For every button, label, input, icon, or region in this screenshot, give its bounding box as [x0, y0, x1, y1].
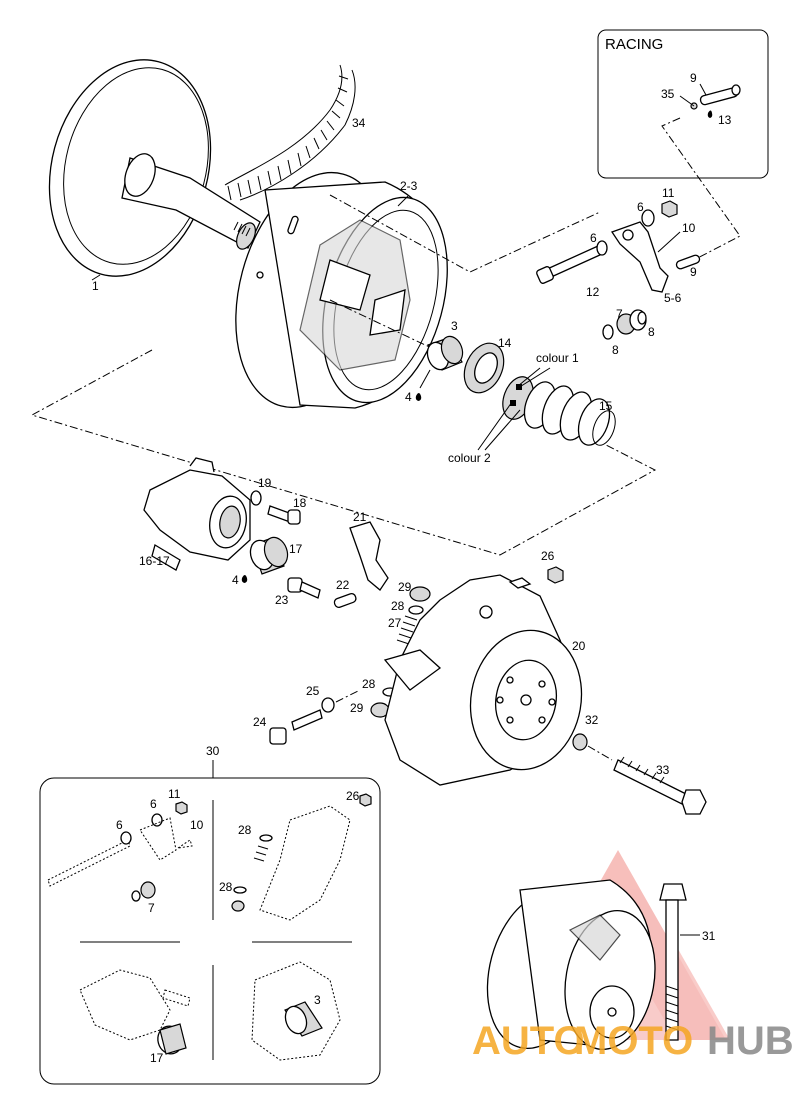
grease-icon-2 [241, 575, 248, 583]
bushing-17 [249, 536, 289, 575]
label-p1: 1 [92, 279, 99, 293]
label-p19: 19 [258, 476, 272, 490]
label-colour1: colour 1 [536, 351, 579, 365]
spring-15 [502, 376, 616, 446]
bolt-33 [613, 756, 707, 815]
watermark-moto: MOTO [574, 1019, 693, 1063]
label-p23b: 23 [275, 593, 289, 607]
fixed-sheave [48, 59, 261, 281]
label-p8b: 8 [612, 343, 619, 357]
nut-26 [547, 566, 564, 584]
label-p33: 33 [656, 763, 670, 777]
kit-spider [231, 793, 372, 921]
label-p9a: 9 [690, 265, 697, 279]
movable-sheave [235, 171, 448, 409]
washer-19 [250, 490, 262, 506]
roller-housing-16-17 [143, 457, 251, 571]
racing-box [597, 29, 769, 179]
bolt-24 [269, 709, 323, 745]
bolt-23 [287, 577, 321, 599]
bolt-31 [659, 883, 687, 1041]
label-p10: 10 [682, 221, 696, 235]
label-k28b: 28 [219, 880, 233, 894]
watermark-hub: HUB [707, 1019, 794, 1063]
label-p15: 15 [599, 399, 613, 413]
kit-linkage [47, 801, 193, 902]
label-colour2: colour 2 [448, 451, 491, 465]
label-k6b: 6 [116, 818, 123, 832]
label-p34: 34 [352, 116, 366, 130]
label-p29a: 29 [398, 580, 412, 594]
label-p8a: 8 [648, 325, 655, 339]
washer-32 [572, 733, 588, 751]
label-k10: 10 [190, 818, 204, 832]
roller-arm-assembly [536, 200, 701, 340]
racing-title: RACING [605, 36, 663, 53]
watermark-auto: AUTO [472, 1019, 585, 1063]
racing-pin [679, 83, 741, 118]
kit-housing [79, 969, 191, 1055]
label-k6a: 6 [150, 797, 157, 811]
label-p56: 5-6 [664, 291, 682, 305]
label-p22: 22 [336, 578, 350, 592]
label-p28a: 28 [391, 599, 405, 613]
pin-22 [333, 592, 357, 608]
label-p23: 2-3 [400, 179, 418, 193]
label-r35: 35 [661, 87, 675, 101]
bolt-18 [267, 505, 301, 525]
seal-14 [463, 342, 505, 394]
label-p20: 20 [572, 639, 586, 653]
label-p26: 26 [541, 549, 555, 563]
label-k3: 3 [314, 993, 321, 1007]
label-kit30: 30 [206, 744, 220, 758]
dash-axis-mid [329, 299, 441, 353]
label-p29b: 29 [350, 701, 364, 715]
label-p25: 25 [306, 684, 320, 698]
dash-racing-link [661, 117, 741, 263]
label-k17: 17 [150, 1051, 164, 1065]
kit-box [39, 777, 381, 1085]
dash-axis-upper [329, 194, 601, 273]
label-p18: 18 [293, 496, 307, 510]
assembled-clutch [486, 879, 656, 1051]
label-p4a: 4 [405, 390, 412, 404]
label-r13: 13 [718, 113, 732, 127]
label-p11: 11 [662, 186, 675, 200]
bushing-3 [426, 335, 464, 371]
label-p1617: 16-17 [139, 554, 170, 568]
label-p14: 14 [498, 336, 512, 350]
dash-frame [30, 349, 657, 556]
label-p3: 3 [451, 319, 458, 333]
spider-20 [383, 574, 583, 786]
label-p6a: 6 [637, 200, 644, 214]
label-p7: 7 [616, 307, 623, 321]
cap-29-top [409, 586, 431, 602]
spring-27 [396, 615, 418, 645]
label-p31: 31 [702, 929, 716, 943]
label-k7: 7 [148, 901, 155, 915]
label-k26: 26 [346, 789, 360, 803]
grease-icon [415, 393, 422, 401]
label-p4b: 4 [232, 573, 239, 587]
label-p27: 27 [388, 616, 402, 630]
ring-28-top [408, 605, 424, 615]
label-p17: 17 [289, 542, 303, 556]
label-p32: 32 [585, 713, 599, 727]
label-p21: 21 [353, 510, 367, 524]
washer-25 [321, 697, 335, 713]
label-p28b: 28 [362, 677, 376, 691]
lever-21 [349, 521, 389, 591]
label-p12: 12 [586, 285, 600, 299]
kit-sheave [251, 961, 341, 1061]
label-r9: 9 [690, 71, 697, 85]
label-p6b: 6 [590, 231, 597, 245]
label-k28a: 28 [238, 823, 252, 837]
watermark-text: AUTO MOTO HUB [472, 1019, 794, 1063]
label-p24: 24 [253, 715, 267, 729]
label-k11: 11 [168, 787, 181, 801]
